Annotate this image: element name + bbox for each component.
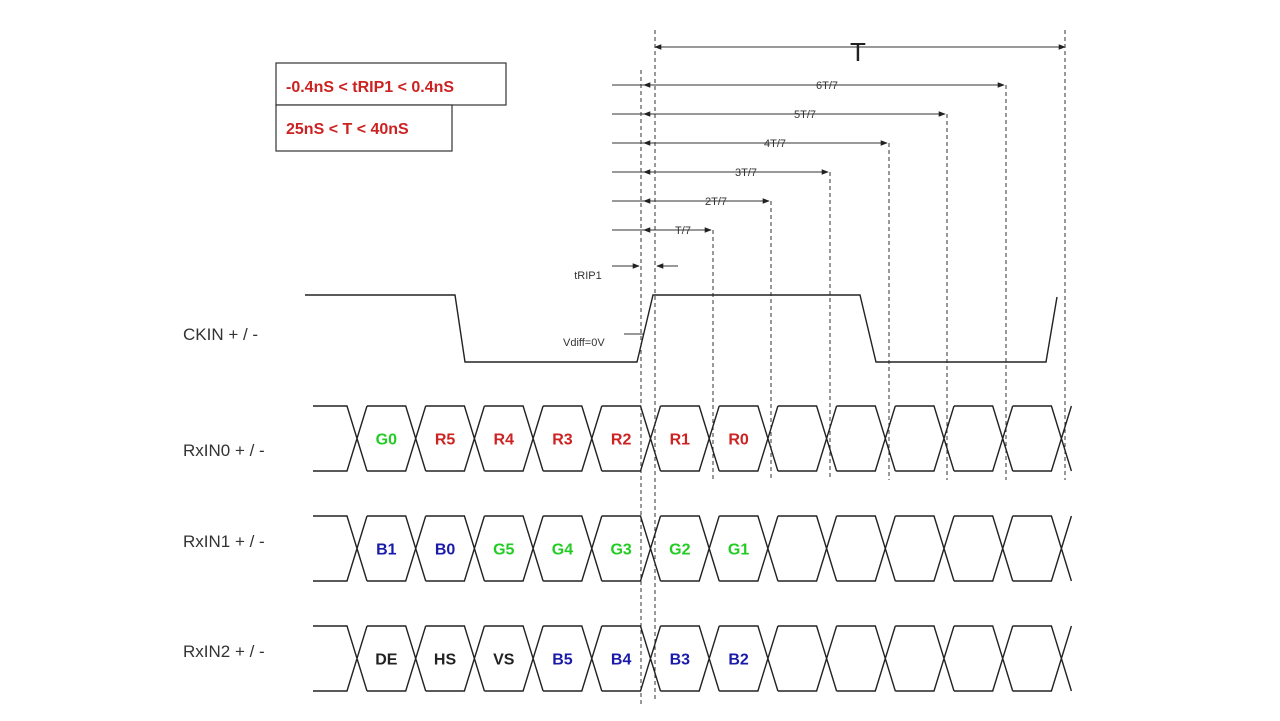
data-cell-g2: G2 — [669, 542, 690, 559]
dim-label-t7: T/7 — [675, 225, 691, 237]
ckin-label: CKIN + / - — [183, 325, 258, 344]
clock-waveform — [305, 294, 1058, 363]
data-row-1-waveform — [313, 515, 1073, 582]
data-cell-r1: R1 — [670, 432, 691, 449]
data-cell-r2: R2 — [611, 432, 632, 449]
data-cell-r3: R3 — [552, 432, 573, 449]
rxin1-label: RxIN1 + / - — [183, 532, 265, 551]
data-cell-b2: B2 — [728, 652, 749, 669]
rxin0-label: RxIN0 + / - — [183, 441, 265, 460]
data-row-0: G0 R5 R4 R3 R2 R1 R0 — [313, 405, 1073, 472]
spec-box-trip: -0.4nS < tRIP1 < 0.4nS — [275, 62, 507, 106]
data-cell-de: DE — [375, 652, 398, 669]
data-cell-r0: R0 — [728, 432, 749, 449]
data-row-0-waveform — [313, 405, 1073, 472]
dim-label-5t7: 5T/7 — [794, 109, 816, 121]
data-cell-r5: R5 — [435, 432, 456, 449]
period-label: T — [850, 37, 866, 67]
trip-indicator: tRIP1 — [574, 263, 678, 282]
data-row-2-waveform — [313, 625, 1073, 692]
data-cell-hs: HS — [434, 652, 457, 669]
data-cell-b5: B5 — [552, 652, 573, 669]
dim-label-2t7: 2T/7 — [705, 196, 727, 208]
trip-label: tRIP1 — [574, 270, 602, 282]
data-cell-vs: VS — [493, 652, 515, 669]
data-cell-g0: G0 — [376, 432, 397, 449]
data-cell-g3: G3 — [610, 542, 631, 559]
dimension-arrows: 6T/7 5T/7 4T/7 3T/7 2T/7 T/7 — [612, 80, 1005, 237]
spec-period-text: 25nS < T < 40nS — [286, 121, 409, 138]
dim-label-6t7: 6T/7 — [816, 80, 838, 92]
data-cell-b0: B0 — [435, 542, 456, 559]
dim-label-4t7: 4T/7 — [764, 138, 786, 150]
data-cell-b4: B4 — [611, 652, 632, 669]
dim-label-3t7: 3T/7 — [735, 167, 757, 179]
reference-lines — [640, 30, 1066, 705]
vdiff-label: Vdiff=0V — [563, 337, 605, 349]
data-row-1: B1 B0 G5 G4 G3 G2 G1 — [313, 515, 1073, 582]
data-cell-b1: B1 — [376, 542, 397, 559]
data-cell-g4: G4 — [552, 542, 573, 559]
spec-trip-text: -0.4nS < tRIP1 < 0.4nS — [286, 79, 454, 96]
data-cell-b3: B3 — [670, 652, 691, 669]
spec-box-period: 25nS < T < 40nS — [275, 104, 453, 152]
rxin2-label: RxIN2 + / - — [183, 642, 265, 661]
data-cell-g1: G1 — [728, 542, 749, 559]
data-row-2: DE HS VS B5 B4 B3 B2 — [313, 625, 1073, 692]
data-cell-g5: G5 — [493, 542, 514, 559]
data-cell-r4: R4 — [494, 432, 515, 449]
